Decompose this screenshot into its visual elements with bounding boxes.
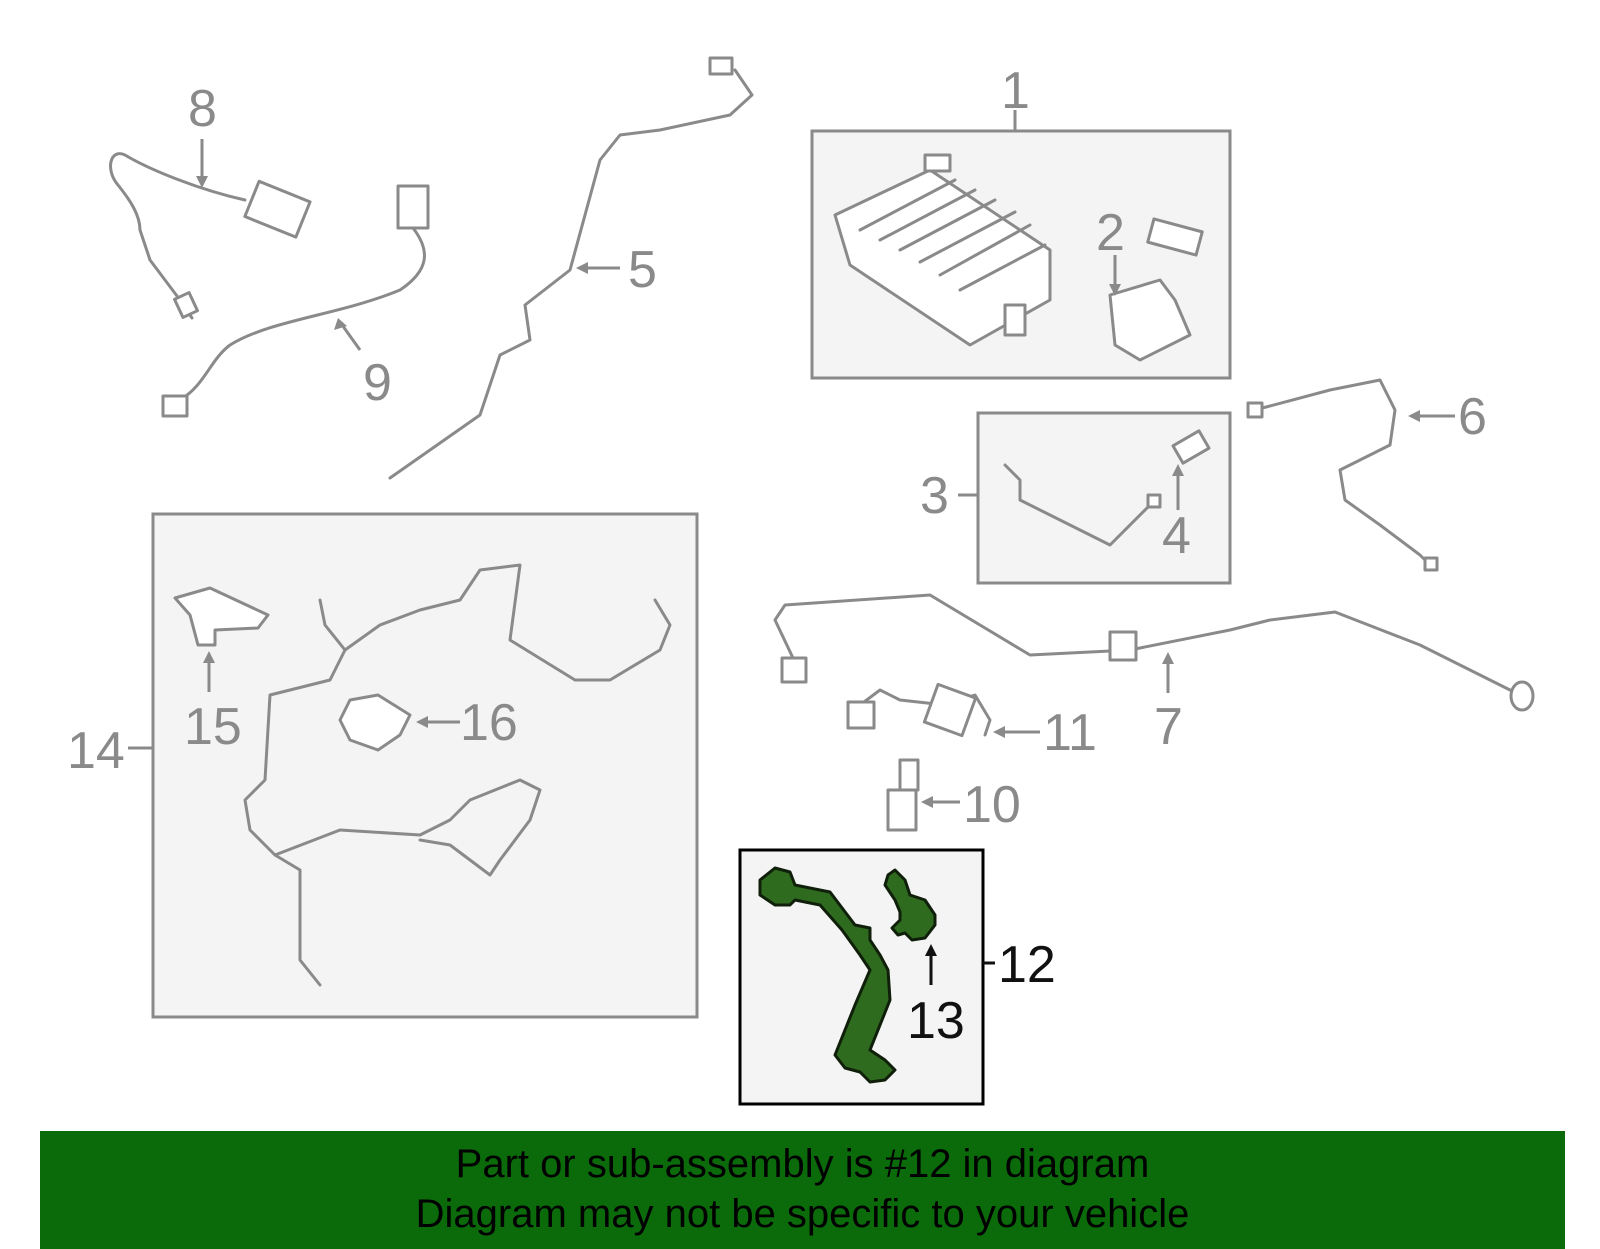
part-6-hose — [1246, 378, 1455, 572]
part-14-harness — [128, 563, 672, 987]
callout-11: 11 — [1043, 704, 1097, 762]
callout-8: 8 — [188, 80, 217, 138]
callout-12: 12 — [998, 936, 1056, 994]
part-9-oxygen-sensor — [161, 184, 430, 418]
callout-15: 15 — [184, 698, 242, 756]
part-11-sensor — [846, 682, 1040, 738]
banner-line-part-number: Part or sub-assembly is #12 in diagram — [455, 1142, 1150, 1186]
callout-10: 10 — [963, 776, 1021, 834]
callout-7: 7 — [1154, 698, 1183, 756]
part-5-vapor-hose — [388, 56, 754, 480]
callout-13: 13 — [907, 992, 965, 1050]
callout-1: 1 — [1001, 62, 1030, 120]
callout-9: 9 — [363, 354, 392, 412]
callout-4: 4 — [1162, 507, 1191, 565]
callout-5: 5 — [628, 241, 657, 299]
part-4-connector — [1171, 429, 1211, 510]
part-7-harness — [773, 593, 1535, 712]
info-banner: Part or sub-assembly is #12 in diagram D… — [40, 1131, 1565, 1249]
part-12-highlighted-harness — [758, 866, 995, 1084]
banner-line-disclaimer: Diagram may not be specific to your vehi… — [415, 1192, 1190, 1236]
part-1-canister — [833, 110, 1204, 362]
callout-2: 2 — [1096, 204, 1125, 262]
callout-6: 6 — [1458, 388, 1487, 446]
callout-3: 3 — [920, 467, 949, 525]
callout-14: 14 — [67, 722, 125, 780]
part-3-hose — [958, 463, 1162, 547]
part-8-oxygen-sensor — [109, 139, 312, 320]
callout-16: 16 — [460, 694, 518, 752]
part-10-sensor — [886, 758, 960, 832]
panel-box-14 — [151, 512, 699, 1019]
